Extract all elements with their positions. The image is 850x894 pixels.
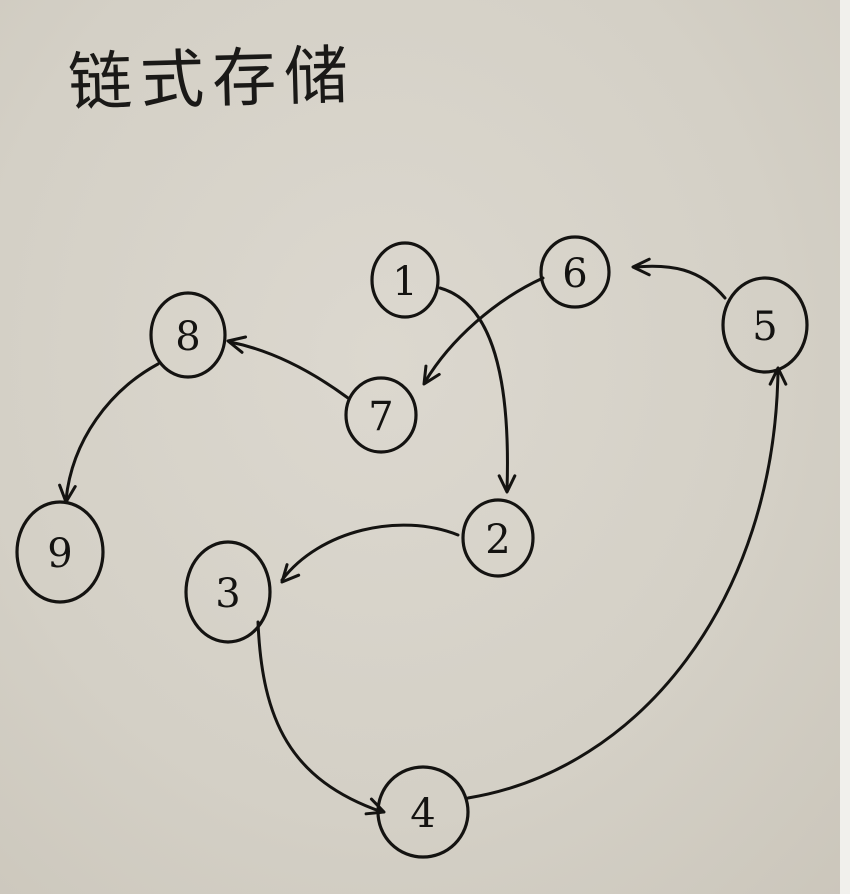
arrowhead-icon xyxy=(364,797,386,816)
node-6: 6 xyxy=(539,235,611,309)
edge-4-5 xyxy=(466,366,788,800)
node-circle xyxy=(184,540,272,644)
edge-line xyxy=(423,276,545,384)
edge-line xyxy=(228,340,350,400)
edge-2-3 xyxy=(280,523,460,584)
edge-5-6 xyxy=(631,257,727,300)
node-circle xyxy=(376,765,470,859)
node-label: 3 xyxy=(215,571,240,617)
node-label: 6 xyxy=(562,251,587,297)
node-5: 5 xyxy=(721,276,809,374)
arrowhead-icon xyxy=(497,474,517,494)
nodes-layer: 1 2 3 4 5 6 7 8 9 xyxy=(15,235,809,859)
edge-line xyxy=(64,362,160,502)
node-circle xyxy=(344,376,418,454)
edge-line xyxy=(438,286,509,492)
node-4: 4 xyxy=(376,765,470,859)
edges-layer xyxy=(58,257,788,816)
node-circle xyxy=(370,241,440,319)
node-7: 7 xyxy=(344,376,418,454)
arrowhead-icon xyxy=(422,364,441,386)
node-circle xyxy=(461,498,535,578)
edge-8-9 xyxy=(58,362,160,504)
arrowhead-icon xyxy=(226,335,248,354)
node-circle xyxy=(15,500,105,604)
node-label: 4 xyxy=(410,791,435,837)
edge-3-4 xyxy=(256,620,386,816)
arrowhead-icon xyxy=(768,366,788,386)
arrowhead-icon xyxy=(631,257,651,277)
edge-line xyxy=(466,368,780,800)
node-label: 2 xyxy=(485,517,510,563)
node-9: 9 xyxy=(15,500,105,604)
edge-line xyxy=(256,620,384,814)
node-circle xyxy=(721,276,809,374)
edge-line xyxy=(280,523,460,582)
node-2: 2 xyxy=(461,498,535,578)
edge-line xyxy=(633,264,727,300)
edge-1-2 xyxy=(438,286,517,494)
node-label: 7 xyxy=(368,394,393,440)
edge-6-7 xyxy=(422,276,545,386)
node-label: 5 xyxy=(752,304,777,350)
node-8: 8 xyxy=(149,291,227,379)
edge-7-8 xyxy=(226,335,350,400)
page-edge xyxy=(840,0,850,894)
node-circle xyxy=(539,235,611,309)
node-label: 8 xyxy=(175,314,200,360)
node-1: 1 xyxy=(370,241,440,319)
node-3: 3 xyxy=(184,540,272,644)
node-label: 9 xyxy=(47,531,72,577)
arrowhead-icon xyxy=(280,563,301,584)
node-label: 1 xyxy=(392,259,417,305)
node-circle xyxy=(149,291,227,379)
